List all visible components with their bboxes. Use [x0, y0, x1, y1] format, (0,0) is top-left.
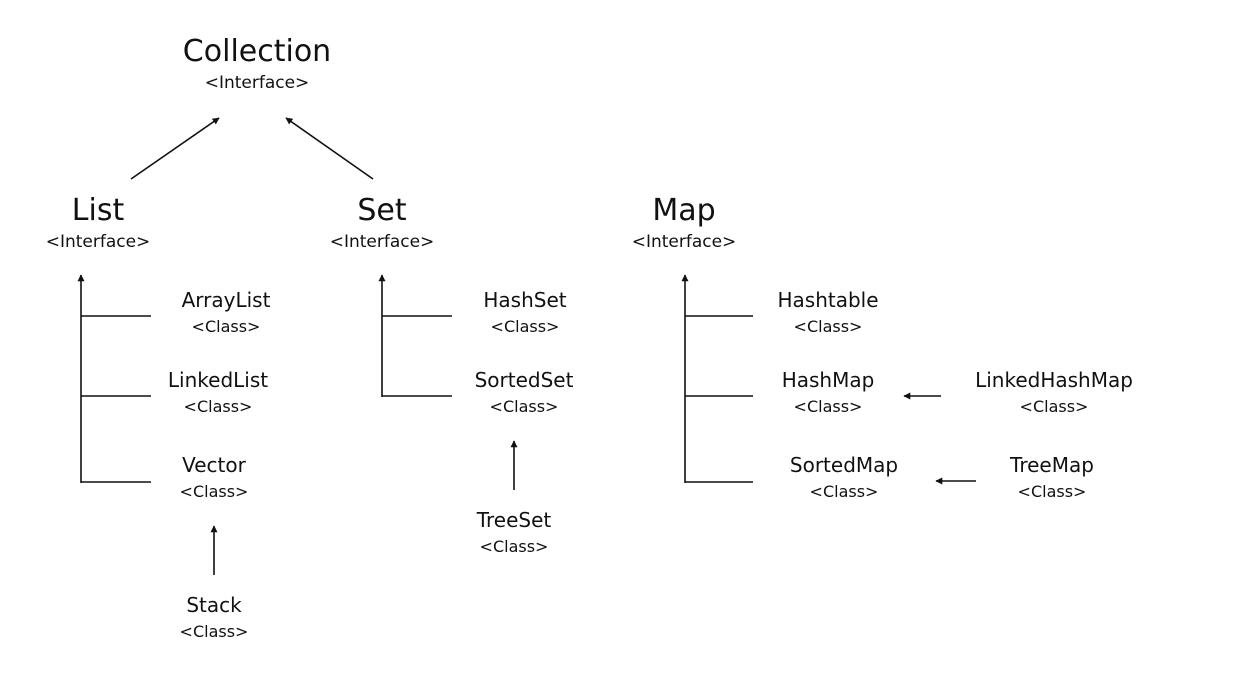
node-sortedmap: SortedMap <Class>	[790, 453, 898, 501]
node-map: Map <Interface>	[632, 193, 737, 252]
node-name: SortedSet	[474, 368, 574, 392]
node-list: List <Interface>	[46, 193, 151, 252]
node-name: HashSet	[483, 288, 567, 312]
node-name: LinkedList	[167, 368, 269, 392]
node-kind: <Class>	[490, 317, 560, 336]
node-kind: <Class>	[489, 397, 559, 416]
node-sortedset: SortedSet <Class>	[475, 368, 574, 416]
edge-set-collection	[285, 117, 374, 180]
node-kind: <Class>	[1017, 482, 1087, 501]
node-collection: Collection <Interface>	[183, 34, 331, 93]
node-name: Stack	[186, 593, 242, 617]
node-set: Set <Interface>	[330, 193, 435, 252]
node-kind: <Class>	[793, 397, 863, 416]
node-name: List	[71, 193, 125, 228]
node-name: TreeMap	[1010, 453, 1094, 477]
node-kind: <Class>	[479, 537, 549, 556]
node-vector: Vector <Class>	[180, 453, 249, 501]
node-kind: <Class>	[191, 317, 261, 336]
node-name: Vector	[182, 453, 246, 477]
edge-list-collection	[130, 117, 220, 180]
node-kind: <Class>	[793, 317, 863, 336]
node-kind: <Interface>	[329, 232, 435, 252]
node-kind: <Interface>	[204, 73, 310, 93]
node-kind: <Class>	[179, 482, 249, 501]
node-arraylist: ArrayList <Class>	[182, 288, 271, 336]
node-kind: <Class>	[183, 397, 253, 416]
node-name: HashMap	[781, 368, 875, 392]
node-hashmap: HashMap <Class>	[782, 368, 875, 416]
node-kind: <Interface>	[45, 232, 151, 252]
node-kind: <Interface>	[631, 232, 737, 252]
node-name: Set	[357, 193, 407, 228]
node-name: Map	[652, 193, 716, 228]
node-kind: <Class>	[809, 482, 879, 501]
node-kind: <Class>	[179, 622, 249, 641]
node-name: TreeSet	[476, 508, 552, 532]
node-treeset: TreeSet <Class>	[477, 508, 552, 556]
node-linkedhashmap: LinkedHashMap <Class>	[975, 368, 1133, 416]
node-stack: Stack <Class>	[180, 593, 249, 641]
node-linkedlist: LinkedList <Class>	[168, 368, 268, 416]
node-name: ArrayList	[181, 288, 271, 312]
node-name: SortedMap	[789, 453, 899, 477]
node-treemap: TreeMap <Class>	[1010, 453, 1094, 501]
node-hashtable: Hashtable <Class>	[777, 288, 878, 336]
node-name: LinkedHashMap	[975, 368, 1133, 392]
node-hashset: HashSet <Class>	[483, 288, 566, 336]
node-name: Collection	[182, 34, 332, 69]
node-kind: <Class>	[1019, 397, 1089, 416]
node-name: Hashtable	[777, 288, 879, 312]
